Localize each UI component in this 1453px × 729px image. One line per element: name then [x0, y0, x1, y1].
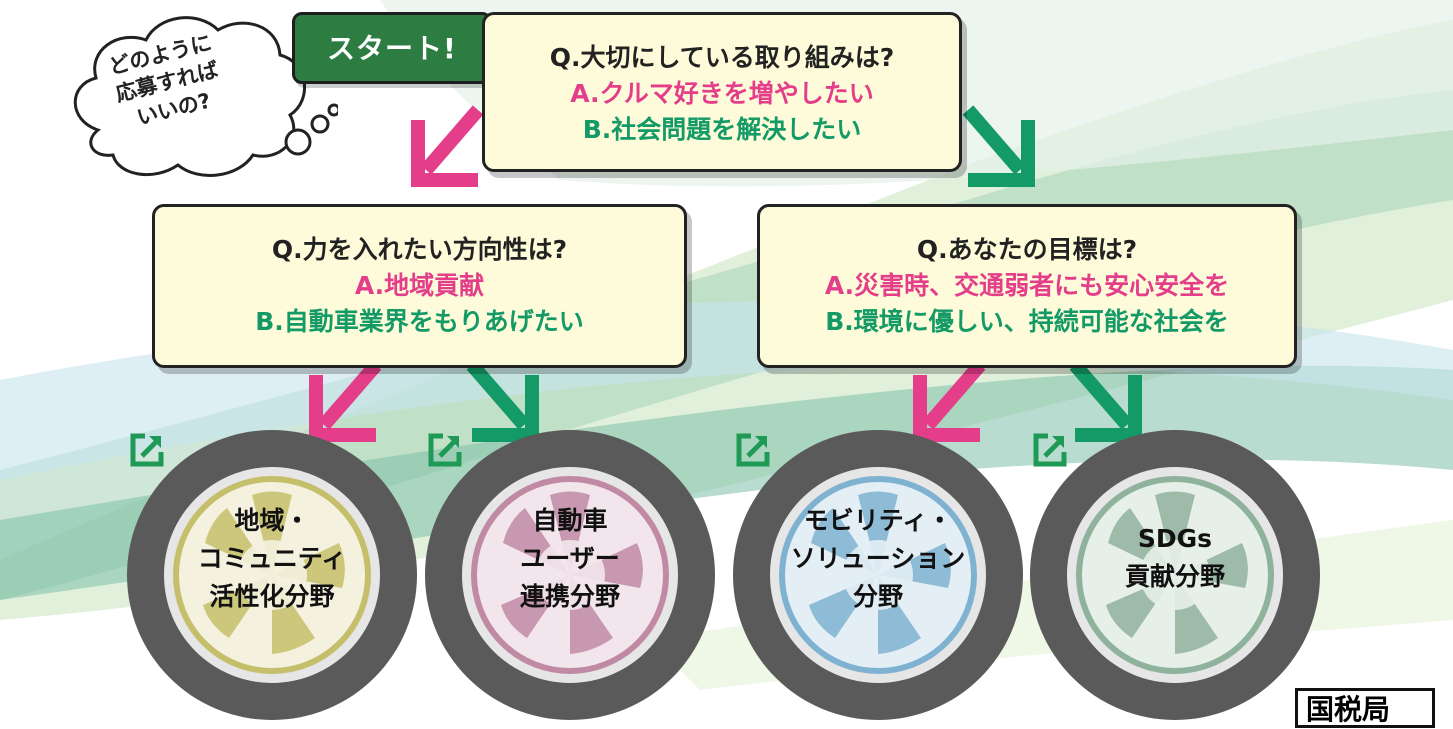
external-link-icon[interactable] — [1030, 430, 1070, 470]
external-link-icon[interactable] — [733, 430, 773, 470]
category-tire-sdgs[interactable]: SDGs 貢献分野 — [1030, 430, 1320, 720]
category-label-line: 自動車 — [532, 506, 608, 535]
category-label-line: 貢献分野 — [1124, 562, 1225, 591]
category-label-line: モビリティ・ — [803, 506, 953, 535]
answer-a-text: A.クルマ好きを増やしたい — [570, 79, 874, 108]
category-label: SDGs 貢献分野 — [1030, 520, 1320, 596]
arrow-b-icon — [466, 360, 539, 442]
category-label-line: 分野 — [852, 582, 903, 611]
thought-cloud — [73, 16, 338, 177]
arrow-b-icon — [962, 105, 1035, 187]
category-label-line: 活性化分野 — [209, 582, 335, 611]
question-box-right: Q.あなたの目標は? A.災害時、交通弱者にも安心安全を B.環境に優しい、持続… — [757, 204, 1297, 368]
question-text: Q.あなたの目標は? — [916, 235, 1138, 264]
arrow-a-icon — [411, 105, 484, 187]
question-box-left: Q.力を入れたい方向性は? A.地域貢献 B.自動車業界をもりあげたい — [152, 204, 687, 368]
answer-b-text: B.自動車業界をもりあげたい — [255, 307, 584, 336]
question-box-top: Q.大切にしている取り組みは? A.クルマ好きを増やしたい B.社会問題を解決し… — [482, 12, 962, 172]
external-link-icon[interactable] — [127, 430, 167, 470]
start-label: スタート! — [292, 12, 492, 84]
answer-a-text: A.災害時、交通弱者にも安心安全を — [824, 271, 1230, 300]
category-label-line: コミュニティ — [197, 544, 347, 573]
category-label: 自動車 ユーザー 連携分野 — [425, 502, 715, 616]
arrow-a-icon — [309, 360, 382, 442]
category-label-line: ソリューション — [790, 544, 966, 573]
stamp-label: 国税局 — [1295, 688, 1435, 728]
arrow-a-icon — [913, 360, 986, 442]
question-text: Q.力を入れたい方向性は? — [271, 235, 568, 264]
answer-b-text: B.環境に優しい、持続可能な社会を — [825, 307, 1229, 336]
category-label-line: SDGs — [1137, 524, 1213, 553]
category-tire-mobility[interactable]: モビリティ・ ソリューション 分野 — [733, 430, 1023, 720]
external-link-icon[interactable] — [425, 430, 465, 470]
category-label-line: 地域・ — [234, 506, 310, 535]
answer-b-text: B.社会問題を解決したい — [582, 115, 862, 144]
category-tire-auto-user[interactable]: 自動車 ユーザー 連携分野 — [425, 430, 715, 720]
category-label: 地域・ コミュニティ 活性化分野 — [127, 502, 417, 616]
category-tire-community[interactable]: 地域・ コミュニティ 活性化分野 — [127, 430, 417, 720]
category-label-line: 連携分野 — [519, 582, 620, 611]
answer-a-text: A.地域貢献 — [354, 271, 485, 300]
question-text: Q.大切にしている取り組みは? — [549, 43, 895, 72]
category-label-line: ユーザー — [520, 544, 620, 573]
arrow-b-icon — [1069, 360, 1142, 442]
category-label: モビリティ・ ソリューション 分野 — [733, 502, 1023, 616]
